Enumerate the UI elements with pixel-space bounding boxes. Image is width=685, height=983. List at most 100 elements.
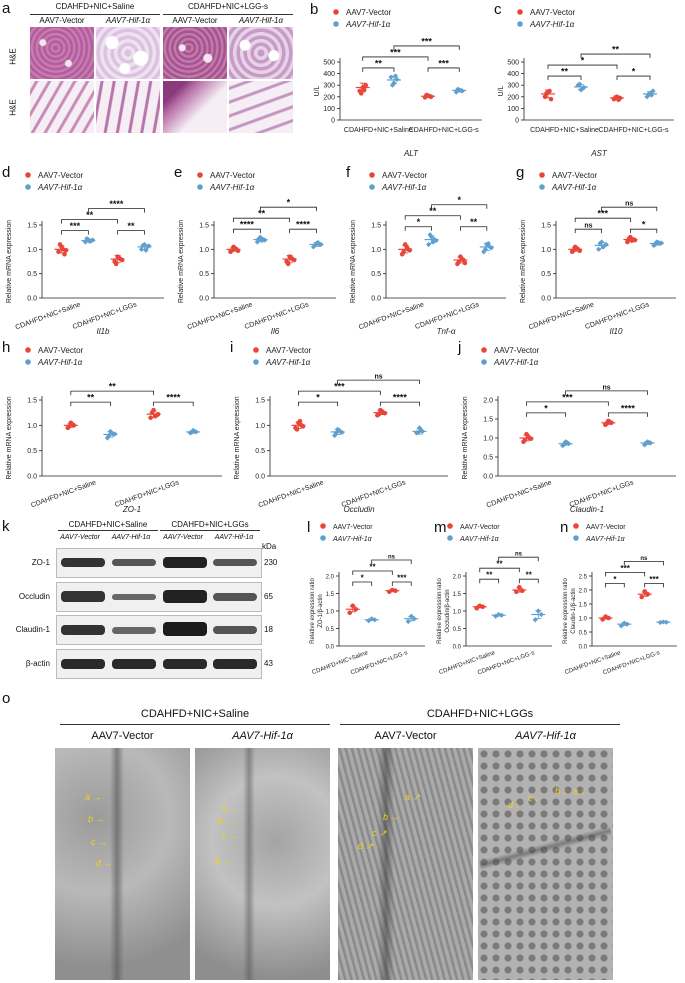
significance-bracket xyxy=(87,208,145,213)
significance-bracket xyxy=(479,567,520,573)
y-tick-label: 2.0 xyxy=(579,589,588,595)
legend-marker-vector xyxy=(447,523,453,529)
row-label-he-1: H&E xyxy=(8,48,18,65)
tem3-arrow-b: b → xyxy=(383,812,400,822)
wb-kda-header: kDa xyxy=(262,542,277,551)
y-axis-label-2: Occludin/β-actin xyxy=(445,589,451,632)
tem-image-1 xyxy=(55,748,190,980)
y-tick-label: 200 xyxy=(323,94,335,101)
legend-label-vector: AAV7-Vector xyxy=(38,346,84,355)
panel-letter-n: n xyxy=(560,519,568,536)
y-tick-label: 0.5 xyxy=(579,631,588,637)
significance-label: ns xyxy=(625,201,633,208)
x-axis-label: Il6 xyxy=(271,327,280,336)
y-tick-label: 1.5 xyxy=(326,592,335,598)
y-axis-label: Relative mRNA expression xyxy=(178,220,185,303)
significance-bracket xyxy=(630,228,658,234)
legend-marker-hif xyxy=(573,535,579,541)
significance-label: **** xyxy=(393,393,408,403)
panel-letter-e: e xyxy=(174,164,182,181)
data-point-hif xyxy=(481,249,487,255)
x-axis-label: Il10 xyxy=(610,327,623,336)
panel-letter-i: i xyxy=(230,339,233,356)
y-tick-label: 0.0 xyxy=(453,645,462,651)
tem-group-lggs-line xyxy=(340,724,620,725)
y-tick-label: 0.5 xyxy=(541,271,551,278)
significance-bracket xyxy=(352,581,373,586)
x-category-label: CDAHFD+NIC+LGG-s xyxy=(409,127,480,134)
he-intestine-1 xyxy=(30,81,94,133)
tem4-arrow-c: c ↓ xyxy=(528,793,540,803)
group-saline-header: CDAHFD+NIC+Saline xyxy=(55,2,135,11)
significance-label: ** xyxy=(612,45,620,55)
significance-bracket xyxy=(153,401,194,407)
y-tick-label: 1.0 xyxy=(255,423,265,430)
significance-bracket xyxy=(404,226,432,231)
significance-label: *** xyxy=(390,47,401,57)
data-point-vector xyxy=(119,257,125,263)
data-point-vector xyxy=(363,82,369,88)
legend-marker-hif xyxy=(320,535,326,541)
legend-label-vector: AAV7-Vector xyxy=(38,171,84,180)
legend-marker-vector xyxy=(25,347,31,353)
legend-label-vector: AAV7-Vector xyxy=(460,524,500,531)
significance-label: ** xyxy=(369,563,376,572)
significance-label: ** xyxy=(86,210,94,220)
data-point-hif xyxy=(405,618,411,625)
panel-letter-d: d xyxy=(2,164,10,181)
tem2-arrow-a: a → xyxy=(222,804,239,814)
panel-letter-a: a xyxy=(2,0,11,17)
x-axis-label: ZO-1 xyxy=(122,505,141,514)
significance-label: ** xyxy=(128,221,136,231)
col-label-3: AAV7-Vector xyxy=(172,16,218,25)
tem-col-3: AAV7-Vector xyxy=(374,730,437,742)
wb-group-lggs: CDAHFD+NIC+LGGs xyxy=(171,520,249,529)
y-tick-label: 0.5 xyxy=(199,271,209,278)
tem-image-2 xyxy=(195,748,330,980)
panel-letter-m: m xyxy=(434,519,447,536)
y-tick-label: 0.0 xyxy=(199,296,209,303)
data-point-vector xyxy=(291,257,297,263)
y-axis-label: Relative mRNA expression xyxy=(350,220,357,303)
legend-marker-vector xyxy=(197,172,203,178)
tem1-arrow-a: a → xyxy=(85,792,102,802)
y-axis-label: Relative expression ratio xyxy=(437,577,443,643)
significance-label: * xyxy=(417,217,421,227)
wb-kda-occludin: 65 xyxy=(264,592,273,601)
wb-kda-zo1: 230 xyxy=(264,558,278,567)
significance-label: *** xyxy=(598,209,609,219)
y-tick-label: 0.0 xyxy=(27,296,37,303)
data-point-vector xyxy=(347,610,353,616)
y-tick-label: 0.0 xyxy=(579,645,588,651)
significance-label: *** xyxy=(438,58,449,68)
significance-label: *** xyxy=(397,574,407,583)
wb-blot-occludin xyxy=(56,582,262,612)
significance-bracket xyxy=(362,56,429,61)
significance-bracket xyxy=(289,228,317,234)
legend-marker-vector xyxy=(517,9,523,15)
legend-marker-hif xyxy=(447,535,453,541)
significance-label: ** xyxy=(561,67,569,77)
x-axis-label: Claudin-1 xyxy=(570,505,604,514)
data-point-hif xyxy=(84,236,90,242)
y-tick-label: 1.5 xyxy=(27,398,37,405)
significance-label: ns xyxy=(515,552,523,558)
he-intestine-2 xyxy=(96,81,160,133)
significance-label: * xyxy=(457,195,461,205)
y-tick-label: 0.0 xyxy=(371,296,381,303)
wb-blot-bactin xyxy=(56,649,262,679)
significance-label: *** xyxy=(620,564,630,573)
row-label-he-2: H&E xyxy=(8,99,18,116)
significance-bracket xyxy=(574,228,602,234)
legend-marker-hif xyxy=(539,184,545,190)
legend-marker-hif xyxy=(481,359,487,365)
panel-k: k CDAHFD+NIC+Saline CDAHFD+NIC+LGGs AAV7… xyxy=(0,518,305,683)
y-axis-label: U/L xyxy=(314,85,321,96)
data-point-vector xyxy=(517,584,522,590)
y-tick-label: 100 xyxy=(323,106,335,113)
